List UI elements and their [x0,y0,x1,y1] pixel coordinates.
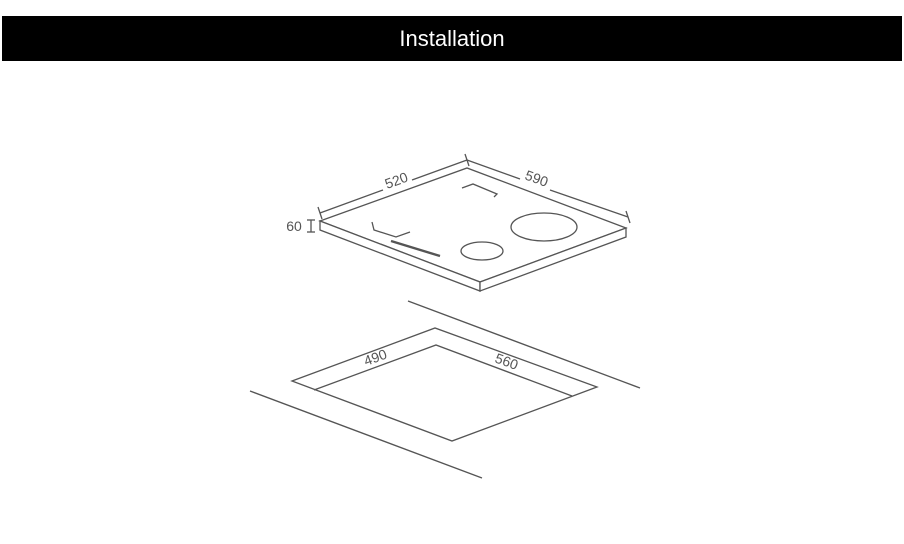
control-strip [390,239,441,258]
hob-depth-label: 590 [523,167,551,190]
dimension-line-590 [466,159,631,224]
cooking-zone-large [510,212,578,242]
cooking-zone-small [460,241,504,261]
countertop-edge-front [249,390,483,479]
dimension-line-520 [317,153,470,220]
dimension-line-60 [307,219,315,233]
hob-height-label: 60 [286,218,302,234]
bracket-mark-rear [461,183,499,198]
hob-side-right [479,227,627,292]
hob-top-surface [318,167,628,283]
cutout-outer-rim [290,327,599,442]
cutout-width-label: 490 [362,346,390,369]
countertop-edge-back [407,300,641,389]
bracket-mark-front [371,221,411,238]
title-bar: Installation [2,16,902,61]
cutout-inner-edge [313,344,573,397]
hob-width-label: 520 [383,169,411,192]
page-title: Installation [399,25,505,51]
cutout-depth-label: 560 [493,350,521,373]
